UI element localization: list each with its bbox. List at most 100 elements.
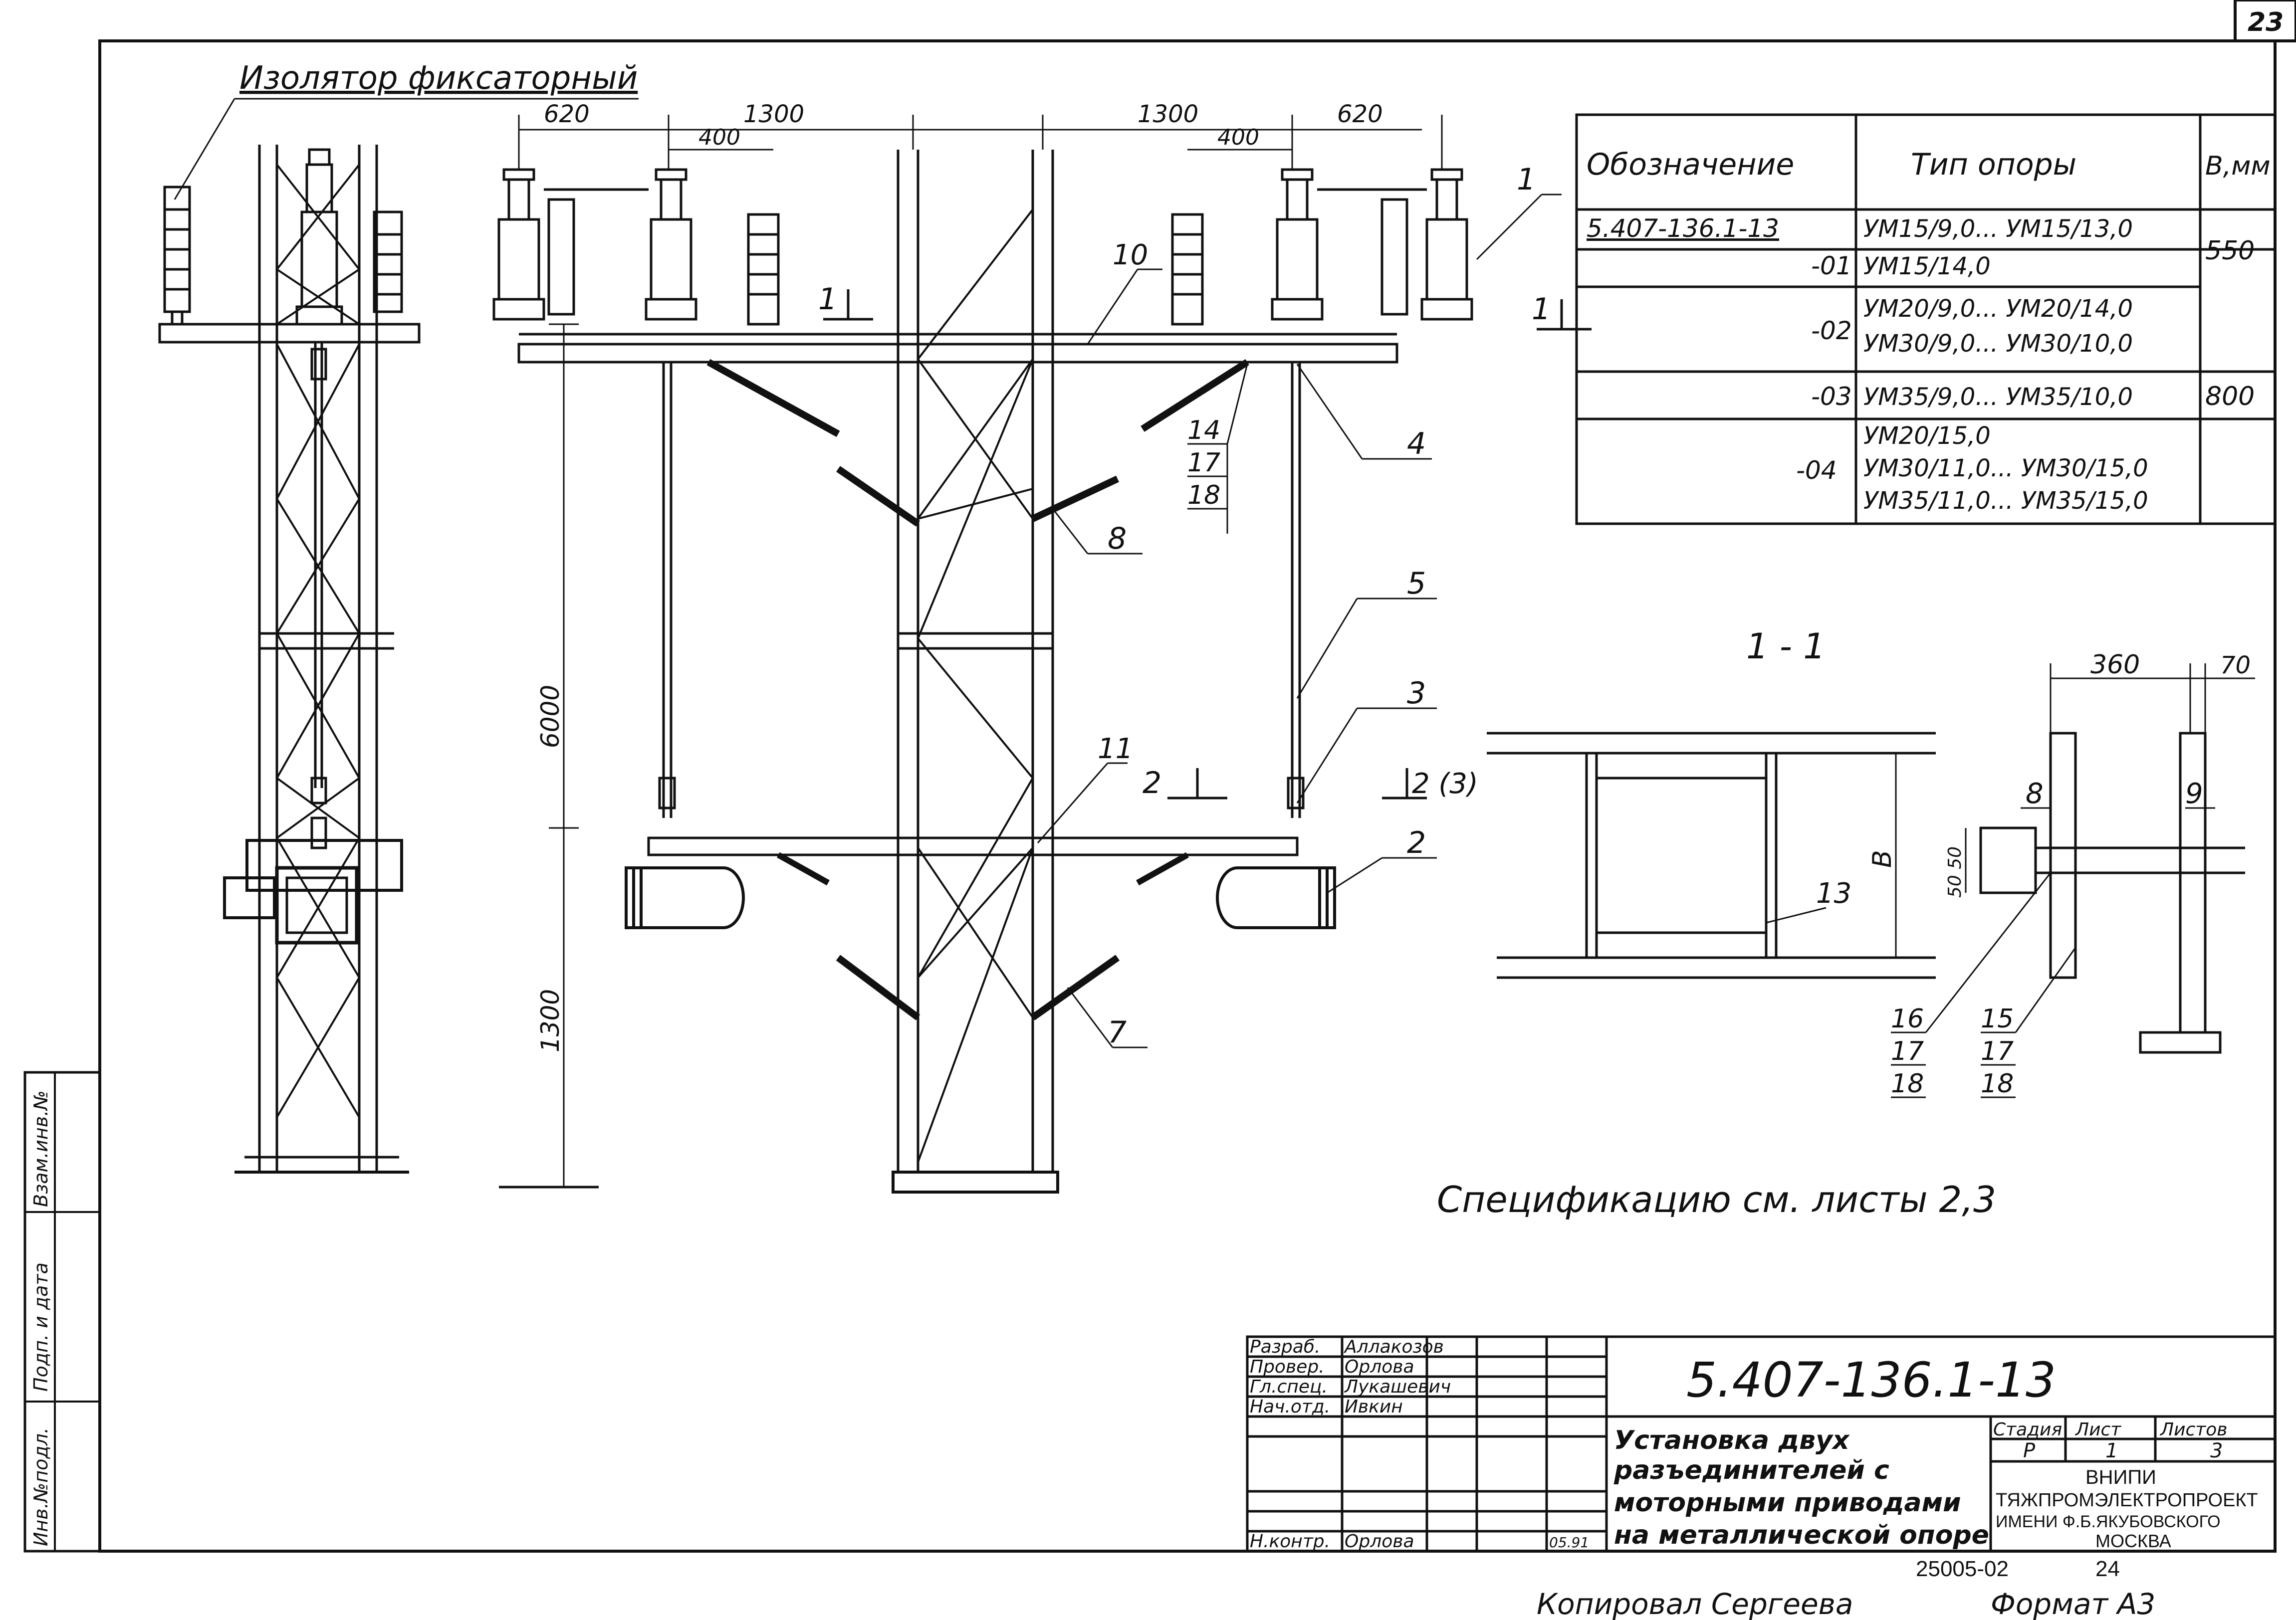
side-stamp-repl: Взам.инв.№	[30, 1090, 52, 1207]
dim-height-6000: 6000	[536, 685, 565, 748]
org-line-1: ТЯЖПРОМЭЛЕКТРОПРОЕКТ	[1996, 1490, 2258, 1511]
table-row-4-type-a: УМ20/15,0	[1863, 422, 1991, 450]
title-role-3: Нач.отд.	[1250, 1397, 1330, 1417]
dim-left-400: 400	[698, 125, 740, 150]
callout-11: 11	[1098, 733, 1133, 765]
table-row-0-type: УМ15/9,0... УМ15/13,0	[1863, 215, 2133, 243]
cut1-left: 1	[818, 282, 837, 317]
side-stamp-sign: Подп. и дата	[30, 1262, 52, 1392]
section-callout-13: 13	[1816, 877, 1851, 910]
callout-10: 10	[1113, 239, 1148, 271]
callout-1: 1	[1517, 162, 1536, 197]
table-b-550: 550	[2205, 236, 2255, 266]
title-name-2: Лукашевич	[1344, 1377, 1451, 1397]
org-line-3: МОСКВА	[2095, 1531, 2171, 1551]
dim-left-1300: 1300	[743, 100, 804, 128]
dim-right-620: 620	[1337, 100, 1383, 128]
sheet-header: Лист	[2074, 1419, 2121, 1440]
title-line-2: моторными приводами	[1614, 1488, 1961, 1518]
front-view-support	[492, 115, 1473, 1194]
table-row-2-designation: -02	[1811, 316, 1852, 345]
section-callout-17c: 17	[1981, 1036, 2014, 1066]
table-row-3-type: УМ35/9,0... УМ35/10,0	[1863, 383, 2133, 411]
callout-2: 2	[1407, 825, 1426, 860]
callout-3: 3	[1407, 676, 1426, 711]
table-row-4-type-b: УМ30/11,0... УМ30/15,0	[1863, 454, 2148, 482]
title-line-0: Установка двух	[1614, 1425, 1850, 1455]
dim-right-1300: 1300	[1138, 100, 1198, 128]
document-code: 5.407-136.1-13	[1686, 1352, 2056, 1408]
callout-14: 14	[1187, 415, 1220, 445]
table-row-4-designation: -04	[1796, 456, 1837, 485]
table-header-designation: Обозначение	[1587, 147, 1794, 182]
title-line-1: разъединителей с	[1613, 1455, 1889, 1485]
spec-note: Спецификацию см. листы 2,3	[1437, 1179, 1996, 1220]
cut1-right: 1	[1532, 292, 1551, 327]
section-dim-70: 70	[2220, 651, 2251, 679]
stage-header: Стадия	[1993, 1419, 2062, 1440]
archive-number: 25005-02	[1916, 1557, 2009, 1581]
cut2-right: 2 (3)	[1412, 768, 1478, 800]
page-number-box	[2234, 0, 2296, 42]
dim-left-620: 620	[544, 100, 590, 128]
title-role-0: Разраб.	[1250, 1337, 1320, 1357]
org-line-2: ИМЕНИ Ф.Б.ЯКУБОВСКОГО	[1996, 1512, 2221, 1531]
callout-8: 8	[1108, 521, 1127, 556]
table-row-3-designation: -03	[1811, 382, 1852, 411]
callout-leaders	[823, 194, 1592, 1048]
title-name-4: Орлова	[1345, 1531, 1414, 1552]
title-role-4: Н.контр.	[1250, 1531, 1330, 1552]
title-date: 05.91	[1549, 1534, 1589, 1551]
section-callout-16: 16	[1891, 1004, 1924, 1034]
title-role-1: Провер.	[1250, 1357, 1325, 1377]
section-dim-b: B	[1867, 850, 1897, 868]
table-row-4-type-c: УМ35/11,0... УМ35/15,0	[1863, 487, 2148, 515]
callout-4: 4	[1407, 426, 1426, 461]
table-row-2-type-b: УМ30/9,0... УМ30/10,0	[1863, 330, 2133, 358]
section-callout-17b: 17	[1891, 1036, 1924, 1066]
section-title: 1 - 1	[1746, 626, 1826, 667]
callout-18a: 18	[1187, 480, 1220, 510]
format-label: Формат А3	[1991, 1587, 2155, 1620]
title-name-1: Орлова	[1345, 1357, 1414, 1377]
title-name-0: Аллакозов	[1344, 1337, 1444, 1357]
insulator-label: Изолятор фиксаторный	[239, 60, 638, 97]
table-row-0-designation: 5.407-136.1-13	[1587, 214, 1779, 243]
section-callout-15: 15	[1981, 1004, 2014, 1034]
dim-height-1300: 1300	[536, 989, 565, 1052]
section-callout-8: 8	[2026, 778, 2044, 810]
side-stamp-inv: Инв.№подл.	[30, 1427, 52, 1546]
section-dim-5050: 50 50	[1945, 846, 1965, 898]
section-callout-9: 9	[2185, 778, 2203, 810]
callout-7: 7	[1108, 1015, 1127, 1050]
table-row-2-type-a: УМ20/9,0... УМ20/14,0	[1863, 295, 2133, 323]
sheets-value: 3	[2210, 1439, 2223, 1462]
outer-frame	[98, 39, 2277, 1553]
cut2-left: 2	[1143, 766, 1161, 801]
stage-value: Р	[2023, 1439, 2036, 1462]
org-line-0: ВНИПИ	[2085, 1466, 2156, 1488]
title-block-grid	[1246, 1335, 2277, 1553]
title-role-2: Гл.спец.	[1250, 1377, 1328, 1397]
section-callout-18c: 18	[1981, 1069, 2014, 1099]
table-row-1-designation: -01	[1811, 251, 1852, 280]
side-view-support: Изолятор фиксаторный	[158, 60, 639, 1174]
copied-by: Копировал Сергеева	[1537, 1587, 1853, 1620]
dim-right-400: 400	[1217, 125, 1259, 150]
section-dim-360: 360	[2090, 650, 2140, 680]
callout-17a: 17	[1187, 448, 1220, 478]
title-name-3: Ивкин	[1345, 1397, 1403, 1417]
archive-page: 24	[2095, 1557, 2120, 1581]
table-b-800: 800	[2205, 382, 2255, 411]
table-header-b: B,мм	[2205, 151, 2271, 181]
callout-5: 5	[1407, 566, 1426, 601]
page-number: 23	[2248, 7, 2284, 37]
section-1-1-drawing	[1487, 663, 2255, 1098]
title-line-3: на металлической опоре	[1614, 1520, 1989, 1550]
sheets-header: Листов	[2159, 1419, 2227, 1440]
table-row-1-type: УМ15/14,0	[1863, 252, 1991, 280]
support-table-grid	[1575, 113, 2277, 525]
sheet-value: 1	[2105, 1439, 2118, 1462]
